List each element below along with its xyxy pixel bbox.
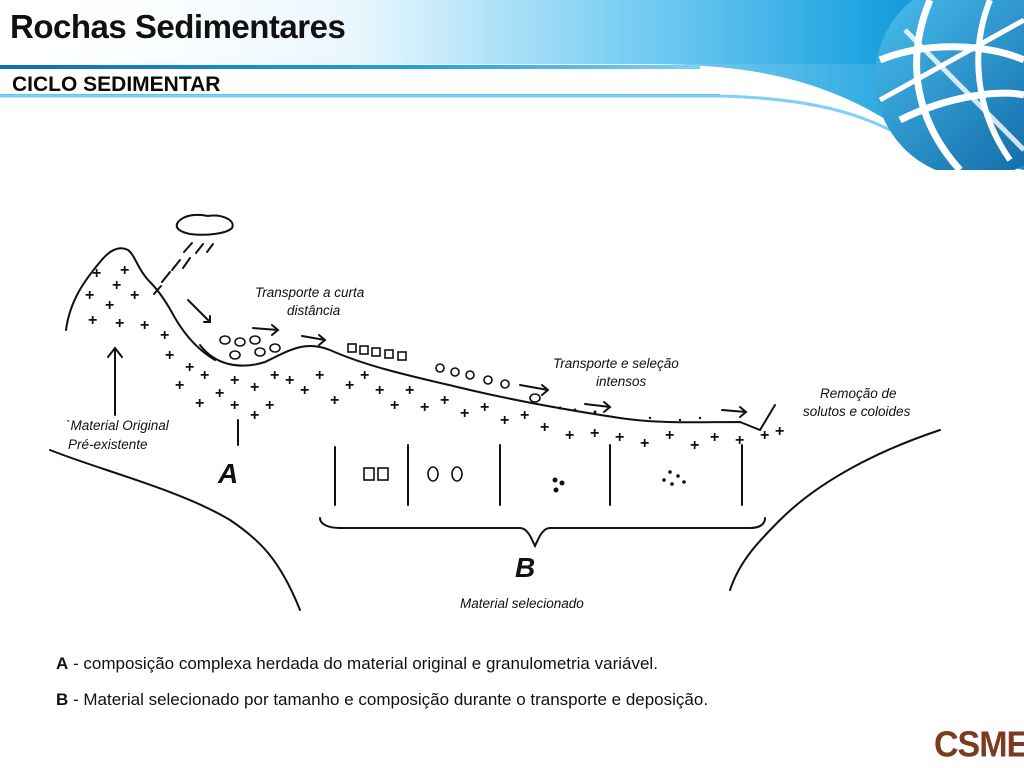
- svg-text:+: +: [195, 395, 204, 412]
- svg-text:+: +: [775, 423, 784, 440]
- svg-text:+: +: [112, 277, 121, 294]
- svg-text:+: +: [285, 372, 294, 389]
- svg-text:+: +: [140, 317, 149, 334]
- csme-logo: CSME: [934, 725, 1024, 765]
- svg-text:+: +: [120, 262, 129, 279]
- sedimentary-cycle-diagram: +++ +++ +++ +++ +++ +++ +++ +++ +++ +++ …: [49, 213, 941, 611]
- globe-icon: [875, 0, 1024, 170]
- svg-text:+: +: [300, 382, 309, 399]
- svg-text:+: +: [105, 297, 114, 314]
- svg-text:+: +: [480, 399, 489, 416]
- caption-b: B - Material selecionado por tamanho e c…: [56, 690, 708, 710]
- ground-line: [49, 449, 301, 611]
- svg-text:+: +: [710, 429, 719, 446]
- label-a: A: [217, 458, 238, 489]
- svg-text:+: +: [405, 382, 414, 399]
- brace-b: [319, 517, 766, 549]
- label-original-1: `Material Original: [66, 418, 170, 433]
- label-transport-short-1: Transporte a curta: [255, 285, 365, 300]
- svg-text:+: +: [345, 377, 354, 394]
- svg-text:+: +: [230, 372, 239, 389]
- svg-text:+: +: [640, 435, 649, 452]
- label-original-2: Pré-existente: [68, 437, 148, 452]
- svg-text:+: +: [375, 382, 384, 399]
- label-selected: Material selecionado: [460, 596, 584, 611]
- svg-text:+: +: [250, 379, 259, 396]
- label-removal-2: solutos e coloides: [803, 404, 911, 419]
- svg-text:+: +: [250, 407, 259, 424]
- svg-text:+: +: [735, 432, 744, 449]
- caption-a-key: A: [56, 654, 69, 673]
- label-b: B: [515, 552, 535, 583]
- caption-b-key: B: [56, 690, 69, 709]
- svg-text:+: +: [360, 367, 369, 384]
- label-removal-1: Remoção de: [820, 386, 897, 401]
- svg-text:+: +: [460, 405, 469, 422]
- svg-text:+: +: [85, 287, 94, 304]
- label-transport-intense-1: Transporte e seleção: [553, 356, 679, 371]
- svg-text:+: +: [130, 287, 139, 304]
- svg-text:+: +: [760, 427, 769, 444]
- svg-text:+: +: [330, 392, 339, 409]
- svg-text:+: +: [440, 392, 449, 409]
- svg-text:+: +: [540, 419, 549, 436]
- svg-text:+: +: [88, 312, 97, 329]
- mountain-outline: [65, 247, 216, 361]
- svg-text:+: +: [590, 425, 599, 442]
- svg-text:+: +: [160, 327, 169, 344]
- section-subtitle: CICLO SEDIMENTAR: [12, 73, 221, 96]
- svg-text:+: +: [665, 427, 674, 444]
- svg-text:+: +: [270, 367, 279, 384]
- svg-text:+: +: [215, 385, 224, 402]
- label-transport-short-2: distância: [287, 303, 341, 318]
- svg-text:+: +: [500, 412, 509, 429]
- svg-text:+: +: [520, 407, 529, 424]
- page-title: Rochas Sedimentares: [10, 8, 346, 45]
- svg-text:+: +: [165, 347, 174, 364]
- svg-text:+: +: [185, 359, 194, 376]
- svg-text:+: +: [265, 397, 274, 414]
- svg-text:+: +: [315, 367, 324, 384]
- svg-text:+: +: [565, 427, 574, 444]
- caption-b-text: - Material selecionado por tamanho e com…: [68, 690, 709, 709]
- surface-profile: [199, 344, 776, 432]
- svg-text:+: +: [690, 437, 699, 454]
- label-transport-intense-2: intensos: [596, 374, 647, 389]
- header-decoration: [0, 0, 1024, 170]
- svg-text:+: +: [615, 429, 624, 446]
- svg-text:+: +: [390, 397, 399, 414]
- svg-text:+: +: [200, 367, 209, 384]
- caption-a-text: - composição complexa herdada do materia…: [68, 654, 658, 673]
- svg-text:+: +: [175, 377, 184, 394]
- svg-text:+: +: [115, 315, 124, 332]
- svg-text:+: +: [92, 265, 101, 282]
- caption-a: A - composição complexa herdada do mater…: [56, 654, 658, 674]
- cloud-shape: [175, 213, 234, 236]
- svg-text:+: +: [230, 397, 239, 414]
- svg-text:+: +: [420, 399, 429, 416]
